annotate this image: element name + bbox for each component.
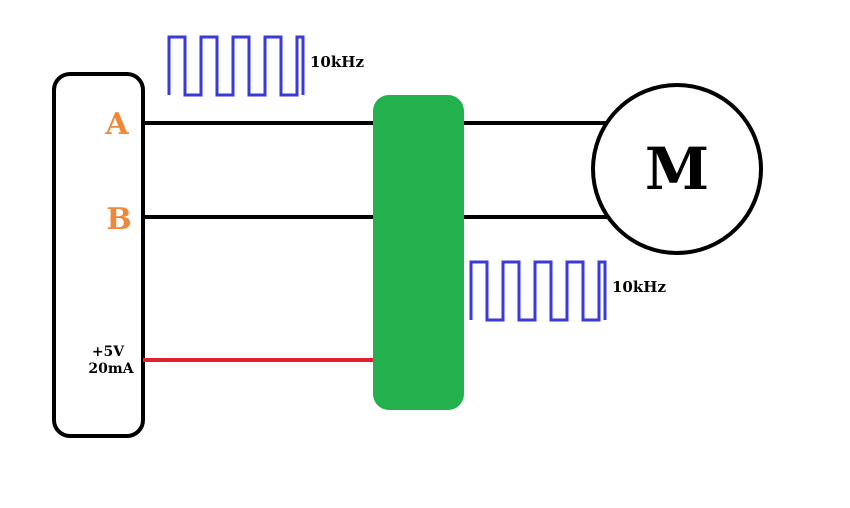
controller-module: [52, 72, 145, 438]
output-square-wave-icon: [469, 260, 607, 322]
pin-b-label: B: [106, 202, 131, 237]
driver-block: [373, 95, 464, 410]
output-frequency-label: 10kHz: [612, 278, 666, 296]
motor-label: M: [645, 135, 709, 203]
pin-a-label: A: [104, 107, 129, 142]
motor-circle: [591, 83, 763, 255]
input-frequency-label: 10kHz: [310, 53, 364, 71]
power-current-label: 20mA: [88, 361, 134, 377]
input-square-wave-icon: [167, 35, 305, 97]
power-voltage-label: +5V: [92, 344, 125, 360]
